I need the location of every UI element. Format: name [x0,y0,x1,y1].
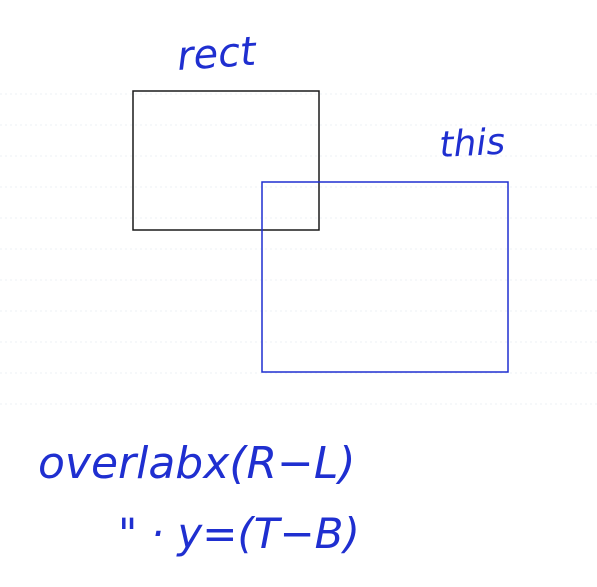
overlap-y-note: " · y=(T−B) [118,509,360,558]
overlap-x-note: overlabx(R−L) [38,438,356,489]
this-label: this [438,122,506,166]
this-box [261,181,509,373]
rect-box [132,90,320,231]
rect-label: rect [175,29,258,80]
